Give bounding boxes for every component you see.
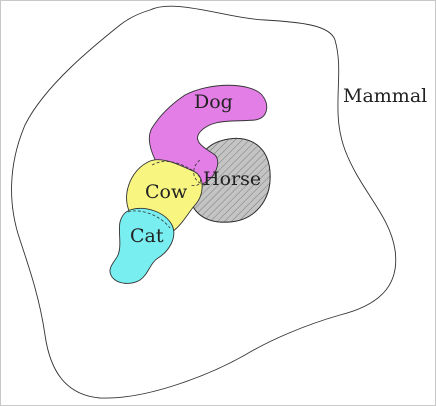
dog-label: Dog: [194, 91, 233, 113]
horse-label: Horse: [203, 168, 261, 190]
cat-label: Cat: [130, 225, 164, 247]
dog-region: [148, 84, 268, 188]
cow-label: Cow: [145, 181, 188, 203]
dog-cow-overlap-outline: [151, 161, 201, 187]
cow-cat-overlap-outline: [127, 210, 171, 229]
mammal-label: Mammal: [343, 85, 427, 107]
cat-region: [109, 207, 175, 284]
dog-horse-overlap-outline: [193, 159, 206, 186]
